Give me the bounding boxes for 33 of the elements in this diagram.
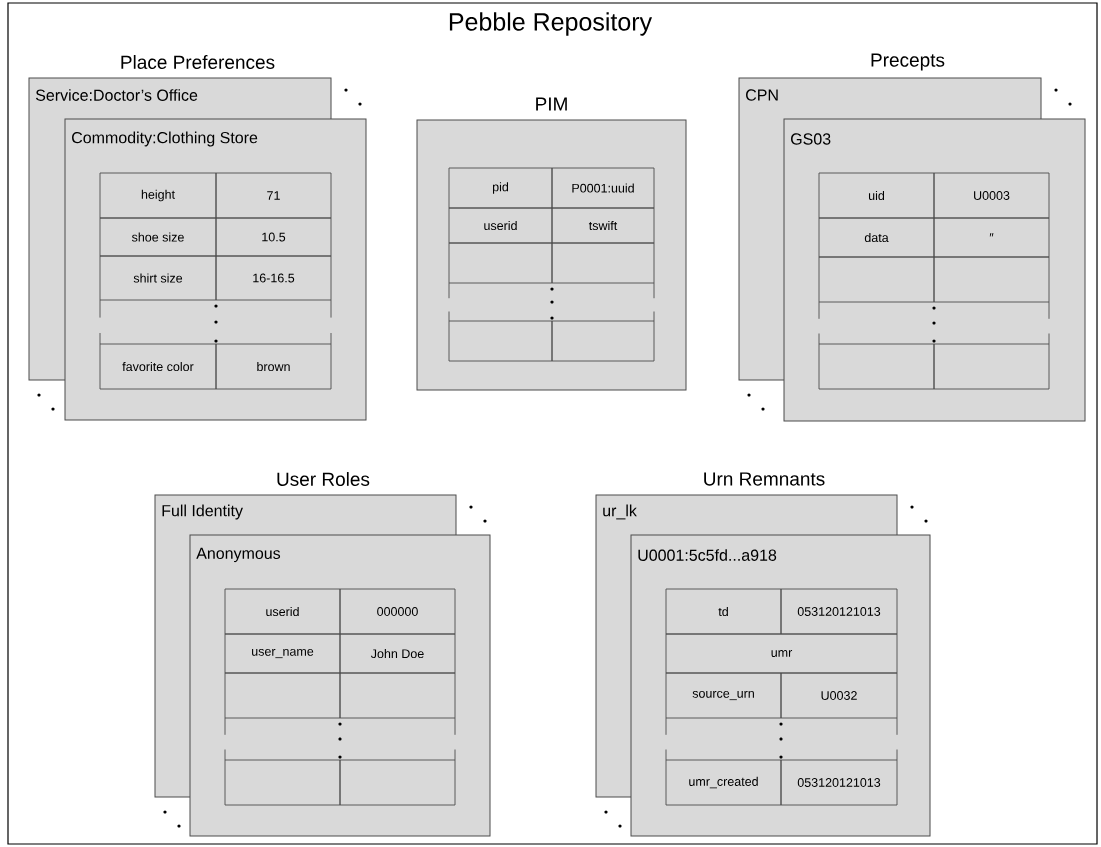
table-cell: user_name <box>224 633 341 674</box>
table-cell: John Doe <box>339 633 456 674</box>
table-cell: 10.5 <box>215 217 332 257</box>
table-cell: umr_created <box>665 759 782 806</box>
table-cell: userid <box>448 207 553 244</box>
table-cell: data <box>818 217 935 258</box>
table-cell: source_urn <box>665 672 782 719</box>
table-cell: U0032 <box>780 672 898 719</box>
table-cell: P0001:uuid <box>551 167 655 209</box>
table-cell: U0003 <box>933 172 1050 219</box>
table-cell: brown <box>215 343 332 390</box>
table-cell: 16-16.5 <box>215 255 332 301</box>
group-heading: Precepts <box>871 53 945 71</box>
table-cell: shirt size <box>99 255 217 301</box>
table-cell: tswift <box>551 207 655 244</box>
table-cell: 000000 <box>339 588 456 635</box>
table-cell: userid <box>224 588 341 635</box>
table-cell: ″ <box>933 217 1050 258</box>
group-heading: Urn Remnants <box>704 472 825 486</box>
table-cell: td <box>665 588 782 635</box>
title: Pebble Repository <box>449 12 653 36</box>
table-cell: shoe size <box>99 217 217 257</box>
table-cell: height <box>99 172 217 219</box>
table-cell: 053120121013 <box>780 759 898 806</box>
table-cell: umr <box>665 633 898 674</box>
table-cell: uid <box>818 172 935 219</box>
group-heading: PIM <box>536 97 567 111</box>
group-heading: User Roles <box>277 472 370 486</box>
group-heading: Place Preferences <box>121 55 275 69</box>
table-cell: favorite color <box>99 343 217 390</box>
table-cell: pid <box>448 167 553 209</box>
table-cell: 71 <box>215 172 332 219</box>
table-cell: 053120121013 <box>780 588 898 635</box>
